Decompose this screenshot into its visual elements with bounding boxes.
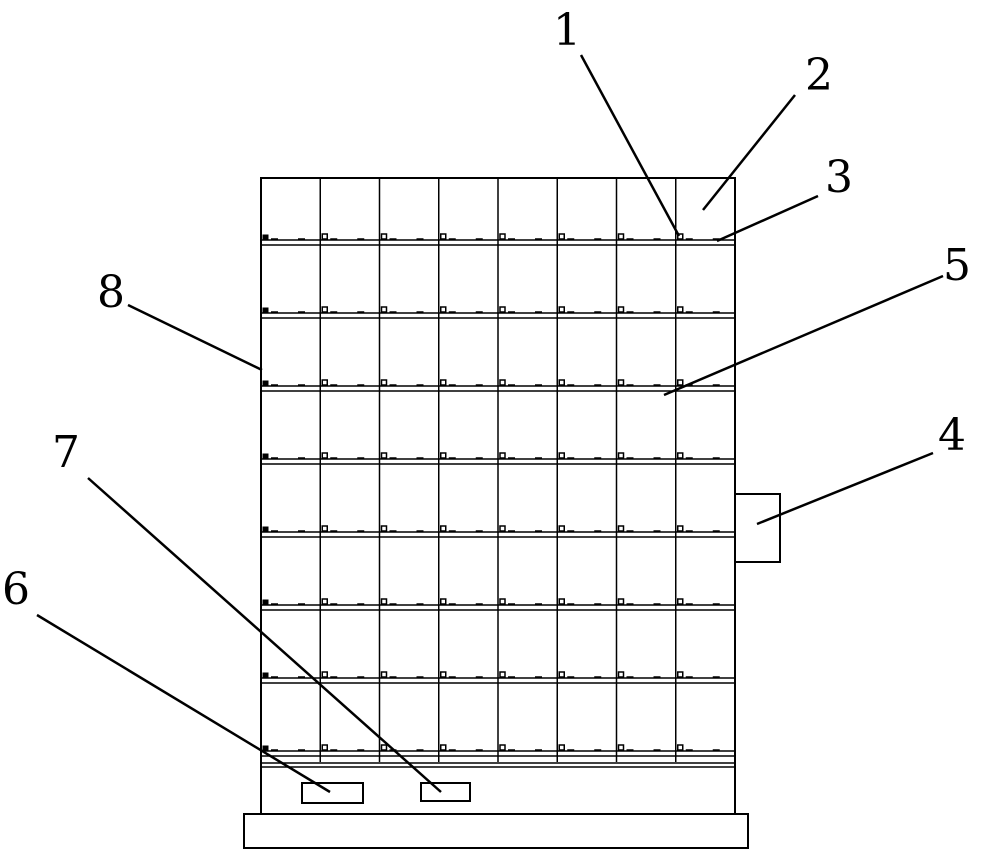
- latch-marker: [677, 233, 684, 240]
- latch-marker: [499, 671, 506, 678]
- latch-marker: [440, 598, 447, 605]
- latch-marker: [499, 525, 506, 532]
- drawer-separator: [260, 762, 736, 768]
- latch-block: [262, 453, 269, 460]
- latch-marker: [440, 306, 447, 313]
- latch-marker: [440, 452, 447, 459]
- shelf-rail: [260, 531, 736, 538]
- latch-marker: [321, 379, 328, 386]
- leader-line-5: [663, 274, 944, 397]
- latch-marker: [558, 452, 565, 459]
- latch-block: [262, 380, 269, 387]
- latch-marker: [380, 452, 388, 459]
- shelf-rail: [260, 385, 736, 392]
- shelf-rail: [260, 604, 736, 611]
- latch-block: [262, 234, 269, 241]
- callout-3: 3: [825, 152, 853, 203]
- latch-block: [262, 745, 269, 752]
- latch-marker: [321, 671, 328, 678]
- shelf-rail: [260, 677, 736, 684]
- latch-marker: [677, 306, 684, 313]
- latch-marker: [380, 598, 388, 605]
- latch-marker: [380, 671, 388, 678]
- latch-marker: [617, 525, 625, 532]
- latch-marker: [677, 744, 684, 751]
- latch-marker: [380, 233, 388, 240]
- latch-block: [262, 599, 269, 606]
- latch-marker: [558, 671, 565, 678]
- callout-8: 8: [97, 267, 125, 318]
- callout-1: 1: [553, 5, 581, 56]
- shelf-rail: [260, 312, 736, 319]
- side-control-box: [734, 493, 781, 563]
- latch-marker: [499, 306, 506, 313]
- latch-marker: [558, 233, 565, 240]
- latch-marker: [499, 598, 506, 605]
- latch-marker: [617, 306, 625, 313]
- latch-block: [262, 307, 269, 314]
- latch-marker: [321, 525, 328, 532]
- latch-marker: [321, 744, 328, 751]
- shelf-rail: [260, 239, 736, 246]
- shelf-rail: [260, 750, 736, 757]
- callout-5: 5: [943, 240, 971, 291]
- latch-marker: [677, 598, 684, 605]
- latch-marker: [677, 452, 684, 459]
- latch-marker: [321, 306, 328, 313]
- leader-line-6: [36, 613, 331, 794]
- latch-marker: [558, 379, 565, 386]
- latch-marker: [677, 525, 684, 532]
- leader-line-3: [716, 194, 819, 243]
- latch-marker: [558, 744, 565, 751]
- shelf-rail: [260, 458, 736, 465]
- latch-marker: [321, 598, 328, 605]
- latch-marker: [499, 379, 506, 386]
- latch-marker: [617, 233, 625, 240]
- latch-marker: [558, 306, 565, 313]
- latch-marker: [617, 671, 625, 678]
- latch-marker: [499, 452, 506, 459]
- latch-block: [262, 672, 269, 679]
- leader-line-8: [127, 303, 263, 372]
- latch-marker: [440, 744, 447, 751]
- callout-7: 7: [52, 427, 80, 478]
- callout-6: 6: [2, 564, 30, 615]
- bottom-panel-left: [301, 782, 364, 804]
- latch-marker: [558, 598, 565, 605]
- latch-marker: [380, 744, 388, 751]
- latch-marker: [380, 306, 388, 313]
- latch-block: [262, 526, 269, 533]
- latch-marker: [440, 233, 447, 240]
- latch-marker: [617, 598, 625, 605]
- cabinet-base: [243, 813, 749, 849]
- latch-marker: [380, 525, 388, 532]
- leader-line-2: [702, 94, 796, 211]
- leader-line-4: [756, 451, 934, 526]
- leader-lines: [36, 54, 944, 794]
- latch-marker: [558, 525, 565, 532]
- latch-marker: [380, 379, 388, 386]
- callout-labels: 1 2 3 4 5 6 7 8: [2, 5, 971, 615]
- latch-marker: [499, 233, 506, 240]
- latch-marker: [617, 452, 625, 459]
- latch-marker: [440, 671, 447, 678]
- latch-marker: [440, 379, 447, 386]
- latch-marker: [321, 452, 328, 459]
- latch-marker: [677, 671, 684, 678]
- latch-marker: [617, 379, 625, 386]
- latch-marker: [677, 379, 684, 386]
- latch-marker: [617, 744, 625, 751]
- bottom-panel-right: [420, 782, 471, 802]
- latch-marker: [321, 233, 328, 240]
- compartment-grid: [260, 178, 736, 768]
- callout-2: 2: [805, 50, 833, 101]
- leader-line-1: [579, 54, 681, 237]
- leader-line-7: [87, 477, 442, 793]
- callout-4: 4: [938, 410, 966, 461]
- latch-marker: [499, 744, 506, 751]
- latch-marker: [440, 525, 447, 532]
